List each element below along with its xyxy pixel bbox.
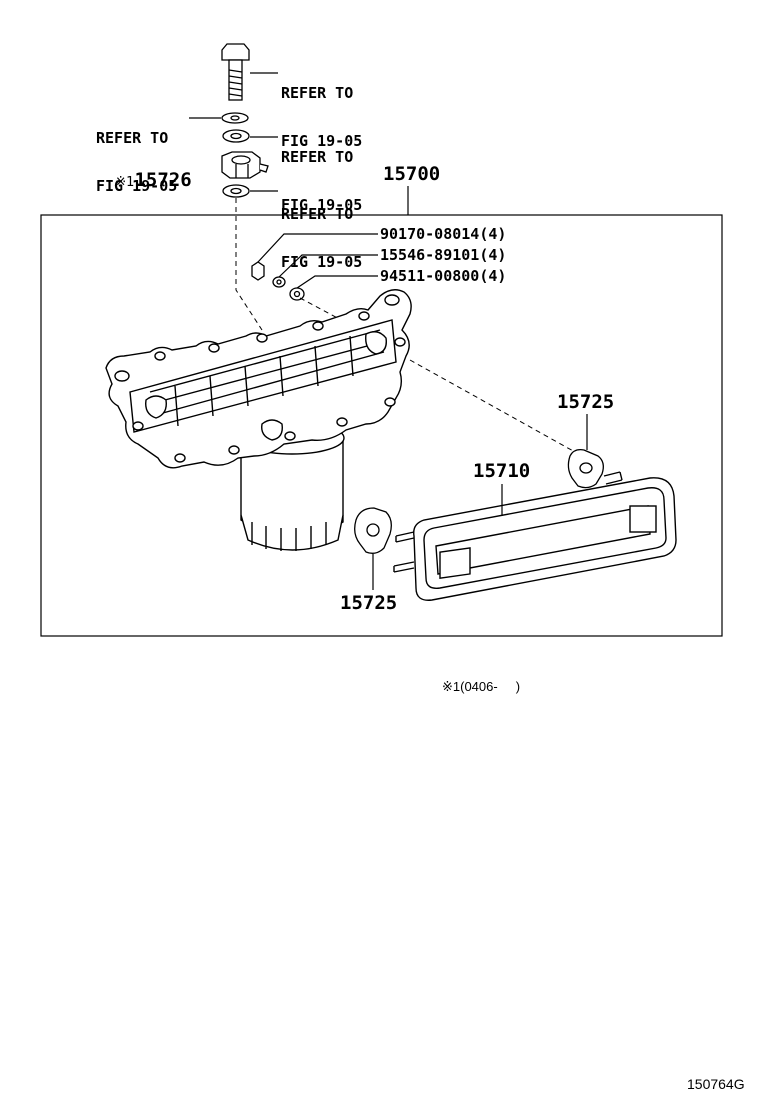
refer-line1: REFER TO (281, 148, 354, 166)
refer-line2: FIG 19-05 (96, 177, 178, 195)
applicability-mark: ※1 (115, 175, 135, 190)
refer-line2: FIG 19-05 (281, 196, 363, 214)
washer-lower (222, 184, 250, 198)
gasket-lower (354, 507, 392, 554)
alignment-line-left (235, 198, 263, 331)
washer-upper (221, 112, 249, 124)
refer-line1: REFER TO (281, 205, 354, 223)
part-number-gasket-lower: 15725 (340, 592, 398, 614)
washer-middle (222, 129, 250, 143)
refer-label-bolt: REFER TO FIG 19-05 (281, 56, 362, 164)
nut-small (251, 261, 265, 281)
refer-label-washer-mid: REFER TO FIG 19-05 (281, 120, 362, 228)
oil-cooler-element (393, 471, 677, 601)
part-number-gasket-small: 94511-00800(4) (380, 267, 507, 285)
gasket-right (567, 448, 604, 489)
part-number-cooler: 15710 (473, 460, 531, 482)
sensor-callout: ※115726 (96, 155, 192, 191)
part-number-nut: 90170-08014(4) (380, 225, 507, 243)
assembly-boundary (40, 214, 723, 637)
figure-id: 150764G (687, 1076, 745, 1092)
refer-line2: FIG 19-05 (281, 132, 363, 150)
refer-label-washer-left: REFER TO FIG 19-05 (96, 101, 177, 209)
part-number-assembly: 15700 (383, 163, 441, 185)
oil-cooler-cover (105, 289, 412, 469)
gasket-small (289, 287, 305, 301)
refer-line1: REFER TO (96, 129, 169, 147)
alignment-line-right (409, 359, 576, 453)
part-number-washer: 15546-89101(4) (380, 246, 507, 264)
bolt (221, 43, 250, 101)
part-number-sensor: 15726 (134, 169, 192, 191)
part-number-gasket-right: 15725 (557, 391, 615, 413)
applicability-footnote: ※1(0406- ) (442, 679, 520, 695)
oil-pressure-sensor (221, 151, 269, 179)
refer-line1: REFER TO (281, 84, 354, 102)
refer-line2: FIG 19-05 (281, 253, 363, 271)
refer-label-washer-low: REFER TO FIG 19-05 (281, 177, 362, 285)
footnote-mark: ※1 (442, 679, 461, 694)
footnote-range: (0406- ) (460, 679, 521, 694)
